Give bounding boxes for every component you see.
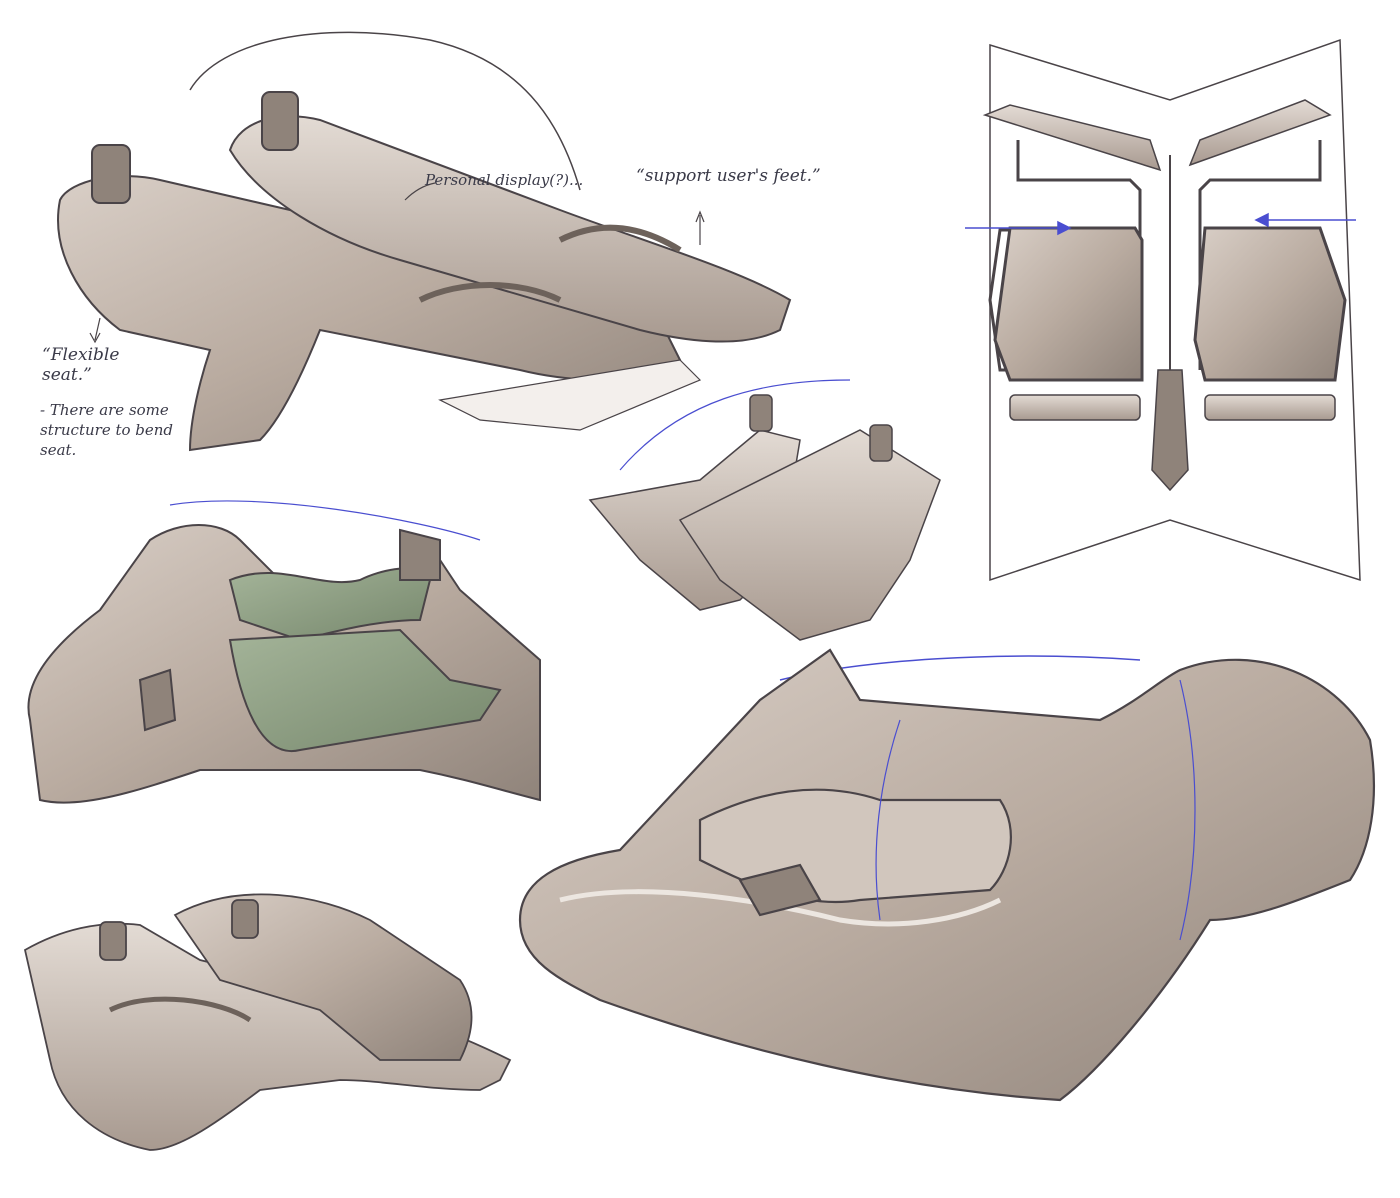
sketch-bottom-left xyxy=(23,893,512,1151)
annotation-support-feet: “support user's feet.” xyxy=(636,166,821,186)
annotation-structure-note: - There are some structure to bend seat. xyxy=(40,401,174,459)
sketch-bottom-right xyxy=(518,648,1375,1102)
sketch-top-left xyxy=(57,31,792,452)
annotation-arrows xyxy=(89,182,705,344)
sketch-top-middle xyxy=(588,379,941,641)
annotation-personal-display: Personal display(?)... xyxy=(425,171,584,189)
sketch-middle-left xyxy=(27,500,541,804)
annotation-flexible-seat: “Flexible seat.” xyxy=(42,345,120,385)
sketch-top-right xyxy=(965,38,1361,582)
